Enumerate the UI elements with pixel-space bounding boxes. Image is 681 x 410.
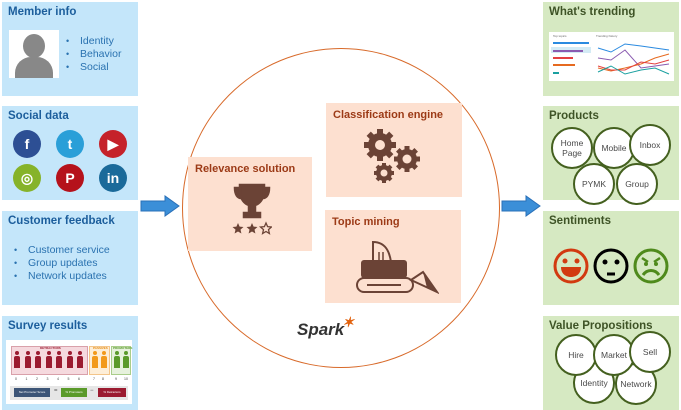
person-icon [35,351,41,368]
detractors-group: DETRACTORS [11,346,88,375]
sentiments-panel: Sentiments [543,211,679,305]
neutral-face-icon [593,248,629,284]
person-icon [77,351,83,368]
survey-results-panel: Survey results DETRACTORS PASSIVES PROMO… [2,316,138,410]
top-topics-label: Top topics [553,34,567,38]
products-panel: Products PYMK Group Home Page Mobile Inb… [543,106,679,205]
spark-processing-circle [182,48,500,368]
whats-trending-panel: What's trending Top topics Trending hist… [543,2,679,96]
trending-line-chart [597,43,670,75]
passives-label: PASSIVES [93,346,108,350]
panel-title: What's trending [549,6,636,18]
arrow-right-icon [501,195,541,217]
trending-chart-thumbnail: Top topics Trending history [549,32,674,81]
happy-face-icon [553,248,589,284]
panel-title: Survey results [8,320,88,332]
list-item: Network updates [14,270,110,283]
youtube-icon: ▶ [99,130,127,158]
formula-detractors: % Detractors [98,388,126,397]
value-bubble: Hire [555,334,597,376]
spark-logo-text: Spark [297,320,345,339]
scale-label: 5 [67,377,70,381]
panel-title: Products [549,110,599,122]
linkedin-icon: in [99,164,127,192]
scale-label: 10 [124,377,128,381]
facebook-icon: f [13,130,41,158]
scale-label: 0 [15,377,17,381]
person-icon [92,351,98,368]
trophy-stars-icon [232,183,272,235]
list-item: Customer service [14,244,110,257]
list-item: Social [66,61,121,74]
bulldozer-icon [356,240,439,295]
spark-logo: Spark✶ [297,314,356,340]
relevance-solution-box: Relevance solution [188,157,312,251]
value-bubble: Sell [629,331,671,373]
feedback-list: Customer service Group updates Network u… [14,244,110,283]
person-icon [45,351,52,368]
scale-label: 3 [46,377,49,381]
product-bubble: PYMK [573,163,615,205]
detractors-label: DETRACTORS [40,346,61,350]
scale-label: 8 [102,377,104,381]
topic-mining-box: Topic mining [325,210,461,303]
box-title: Relevance solution [195,163,296,175]
panel-title: Social data [8,110,69,122]
twitter-icon: t [56,130,84,158]
value-propositions-panel: Value Propositions Identity Network Hire… [543,316,679,410]
person-icon [101,351,107,368]
member-info-list: Identity Behavior Social [66,35,121,74]
pinterest-icon: P [56,164,84,192]
scale-label: 7 [93,377,95,381]
formula-equals: = [54,388,58,394]
classification-engine-box: Classification engine [326,103,462,197]
list-item: Behavior [66,48,121,61]
scale-label: 4 [57,377,59,381]
customer-feedback-panel: Customer feedback Customer service Group… [2,211,138,305]
box-title: Classification engine [333,109,444,121]
panel-title: Member info [8,6,77,18]
panel-title: Sentiments [549,215,611,227]
user-avatar-icon [9,30,59,78]
scale-label: 1 [25,377,28,381]
spark-star-icon: ✶ [342,314,354,330]
person-icon [56,351,62,368]
panel-title: Value Propositions [549,320,653,332]
member-info-panel: Member info Identity Behavior Social [2,2,138,96]
arrow-right-icon [140,195,180,217]
scale-label: 2 [36,377,38,381]
formula-promoters: % Promoters [61,388,87,397]
product-bubble: Home Page [551,127,593,169]
scale-label: 9 [115,377,117,381]
promoters-label: PROMOTERS [113,346,133,350]
angry-face-icon [633,248,669,284]
person-icon [123,351,129,368]
person-icon [24,351,31,368]
list-item: Identity [66,35,121,48]
list-item: Group updates [14,257,110,270]
gears-icon [364,129,420,183]
trending-history-label: Trending history [596,34,618,38]
nps-graphic: DETRACTORS PASSIVES PROMOTERS 0 1 2 3 4 5 6 7 8 9… [6,340,132,404]
formula-nps: Net Promoter Score [14,388,50,397]
person-icon [66,351,73,368]
scale-label: 6 [78,377,80,381]
panel-title: Customer feedback [8,215,115,227]
formula-minus: − [90,388,94,394]
box-title: Topic mining [332,216,400,228]
person-icon [114,351,120,368]
product-bubble: Group [616,163,658,205]
product-bubble: Inbox [629,124,671,166]
instagram-icon: ◎ [13,164,41,192]
person-icon [14,351,20,368]
